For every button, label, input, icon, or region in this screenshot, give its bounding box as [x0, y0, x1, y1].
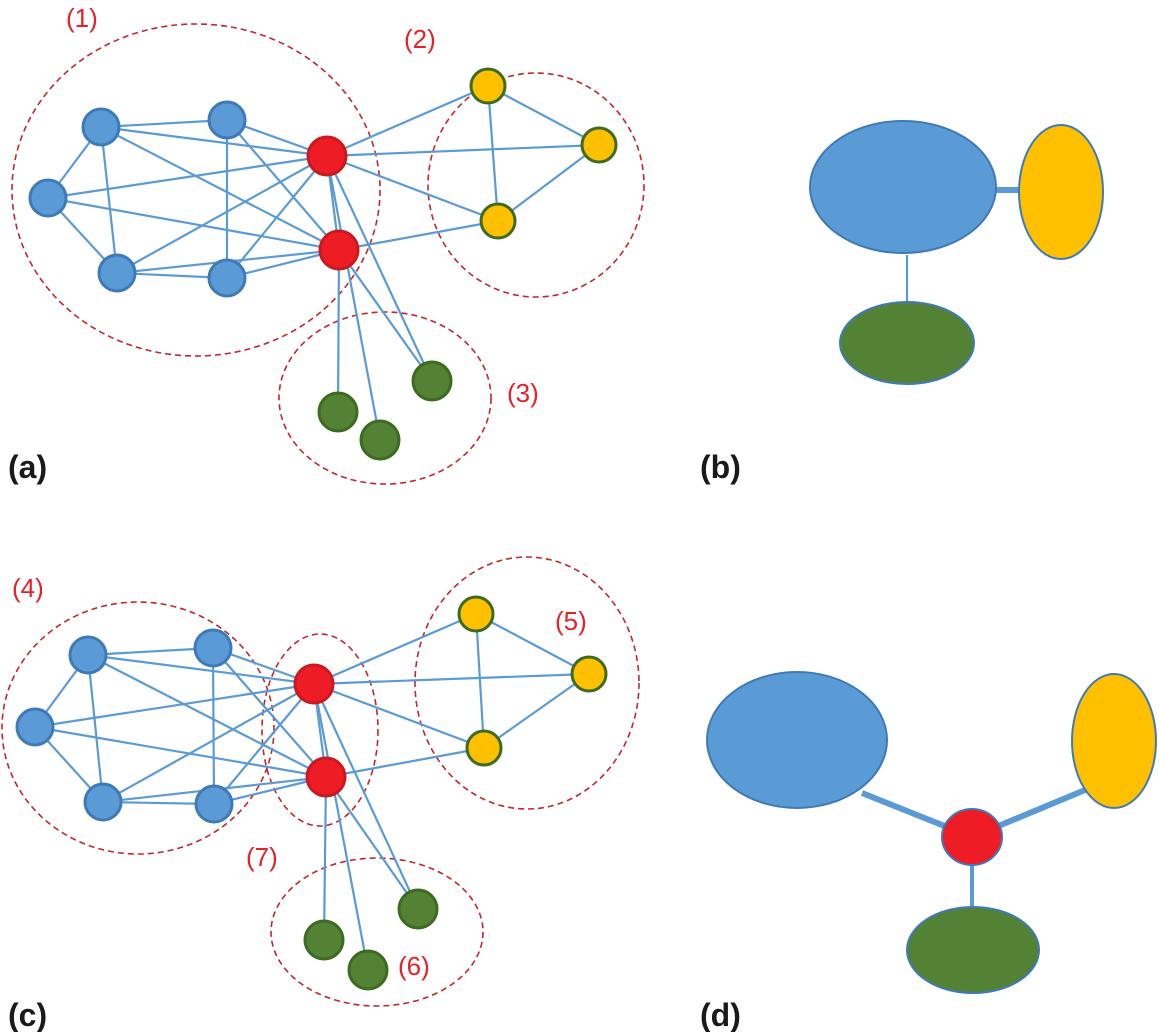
group-label-1: (1) [66, 3, 98, 33]
node-green [411, 360, 453, 402]
node-red [305, 756, 347, 798]
node-green [317, 391, 359, 433]
node-yellow [457, 595, 495, 633]
group-label-3: (3) [507, 378, 539, 408]
community-green [906, 906, 1040, 994]
community-green [839, 301, 975, 385]
group-label-2: (2) [404, 24, 436, 54]
node-green [347, 949, 389, 991]
node-yellow [570, 655, 608, 693]
group-6-outline [270, 857, 484, 1007]
node-red [293, 663, 335, 705]
panel-a: (1) (2) (3) (a) [8, 3, 645, 485]
node-red [306, 135, 348, 177]
community-blue [706, 671, 888, 809]
panel-c: (4) (5) (6) (7) (c) [1, 556, 640, 1032]
group-7-outline [261, 633, 379, 827]
group-1-outline [11, 23, 381, 357]
node-blue [28, 178, 68, 218]
node-blue [81, 107, 121, 147]
node-yellow [465, 729, 503, 767]
panel-label-b: (b) [700, 449, 741, 485]
node-green [303, 919, 345, 961]
community-yellow [1018, 124, 1104, 260]
node-blue [207, 100, 247, 140]
panel-label-d: (d) [700, 997, 741, 1032]
node-blue [15, 707, 55, 747]
panel-d: (d) [700, 671, 1157, 1032]
node-blue [207, 258, 247, 298]
node-blue [194, 784, 234, 824]
group-label-7: (7) [246, 842, 278, 872]
node-blue [68, 635, 108, 675]
node-yellow [580, 126, 618, 164]
panel-label-a: (a) [8, 449, 47, 485]
node-blue [83, 782, 123, 822]
node-yellow [479, 202, 517, 240]
group-3-outline [278, 311, 492, 485]
node-blue [193, 628, 233, 668]
community-blue [809, 120, 997, 254]
node-yellow [469, 67, 507, 105]
community-yellow [1071, 673, 1157, 809]
group-label-5: (5) [555, 606, 587, 636]
node-blue [97, 253, 137, 293]
group-2-outline [427, 72, 645, 298]
panel-label-c: (c) [8, 997, 47, 1032]
group-4-outline [1, 601, 275, 855]
group-label-4: (4) [12, 573, 44, 603]
node-green [397, 888, 439, 930]
node-red [318, 229, 360, 271]
node-green [359, 419, 401, 461]
group-5-outline [414, 556, 640, 810]
node-red-bridge [941, 808, 1003, 866]
group-label-6: (6) [398, 951, 430, 981]
panel-b: (b) [700, 120, 1104, 485]
